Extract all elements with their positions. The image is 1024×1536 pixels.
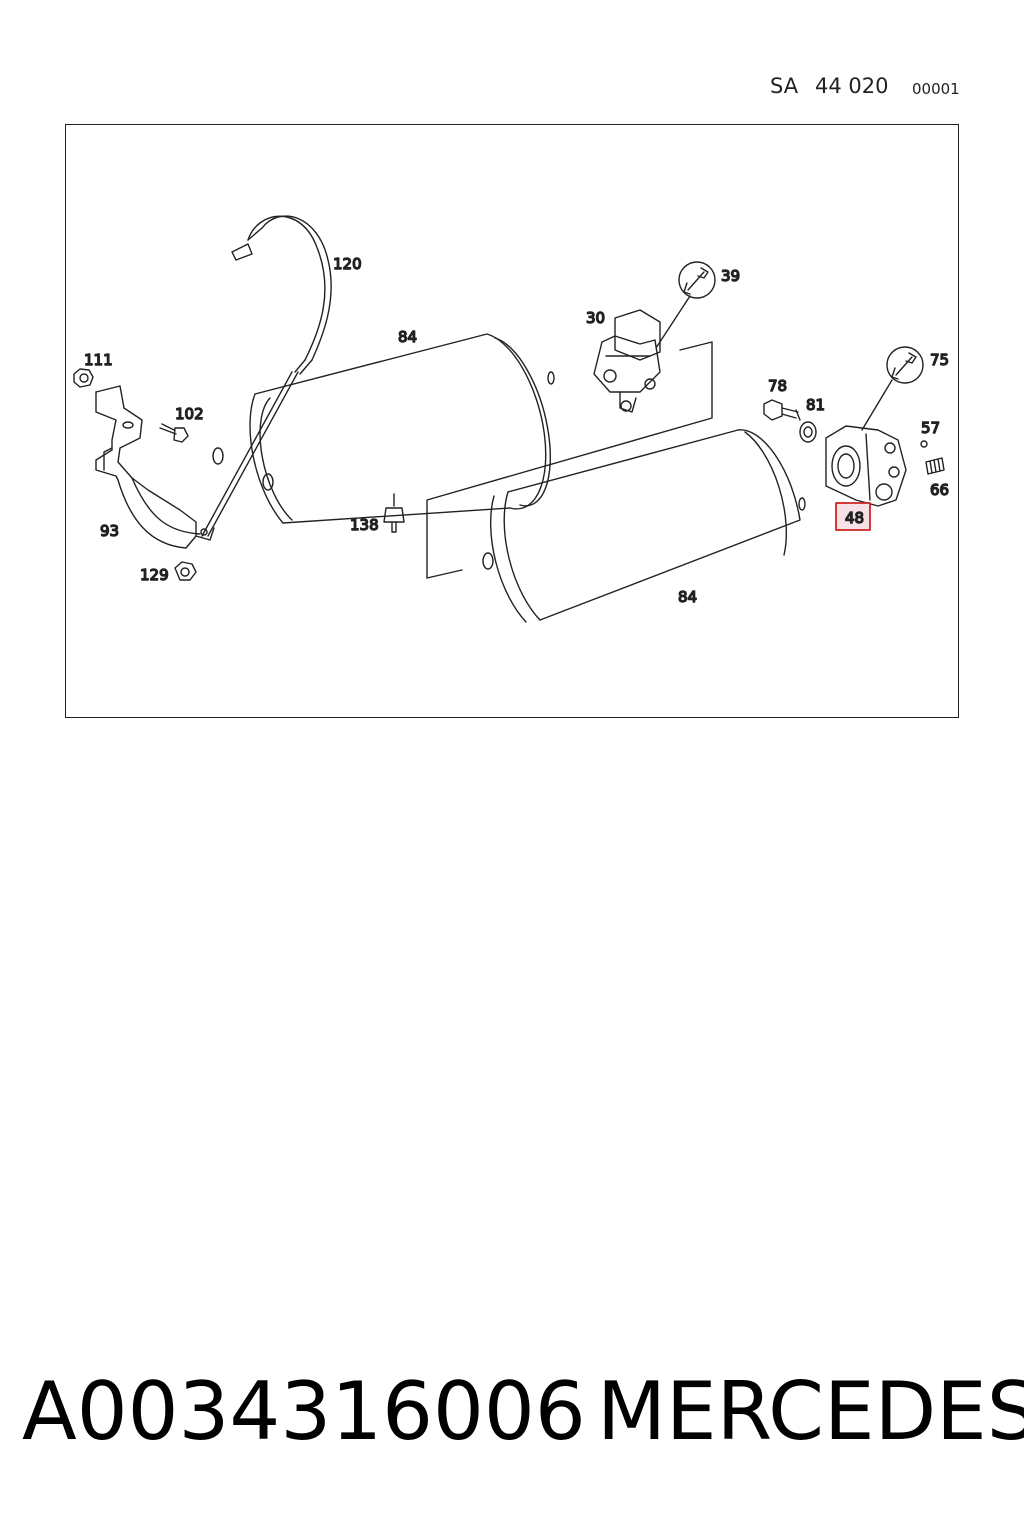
air-tank-lower: [482, 429, 806, 623]
exploded-diagram: 120 84 111 102 93 129 138 30 39 78 81 75…: [73, 215, 950, 623]
callout-78: 78: [768, 377, 787, 395]
callout-120: 120: [333, 255, 362, 273]
callout-84-lower: 84: [678, 588, 697, 606]
callout-39: 39: [721, 267, 740, 285]
nut-111: [73, 368, 94, 388]
valve-30: [593, 309, 661, 413]
air-tank-upper: [212, 333, 555, 524]
callout-84-upper: 84: [398, 328, 417, 346]
valve-48: [825, 425, 907, 507]
wrench-icon: [655, 261, 716, 349]
fitting-57: [920, 440, 928, 448]
brand-name: MERCEDES: [597, 1365, 1024, 1458]
callout-81: 81: [806, 396, 825, 414]
part-number: A0034316006: [22, 1365, 586, 1458]
callout-75: 75: [930, 351, 949, 369]
seal-ring-81: [799, 421, 817, 443]
callout-66: 66: [930, 481, 949, 499]
sheet-number: 00001: [912, 80, 960, 98]
group-number: 44 020: [815, 74, 889, 98]
mounting-bracket-93: [95, 385, 215, 549]
nut-129: [174, 561, 197, 581]
union-78: [763, 399, 801, 421]
callout-48: 48: [845, 509, 864, 527]
bolt-102: [159, 423, 189, 443]
callout-30: 30: [586, 309, 605, 327]
tank-strap-120: [201, 215, 332, 537]
filter-66: [925, 457, 945, 475]
assembly-guide-line: [426, 341, 713, 579]
wrench-icon: [861, 346, 924, 431]
callout-93: 93: [100, 522, 119, 540]
callout-102: 102: [175, 405, 204, 423]
section-code: SA: [770, 74, 799, 98]
diagram-frame: [65, 124, 959, 718]
callout-138: 138: [350, 516, 379, 534]
drain-valve-138: [383, 493, 405, 533]
callout-57: 57: [921, 419, 940, 437]
callout-129: 129: [140, 566, 169, 584]
callout-111: 111: [84, 351, 113, 369]
highlighted-part-callout[interactable]: 48: [835, 502, 871, 531]
